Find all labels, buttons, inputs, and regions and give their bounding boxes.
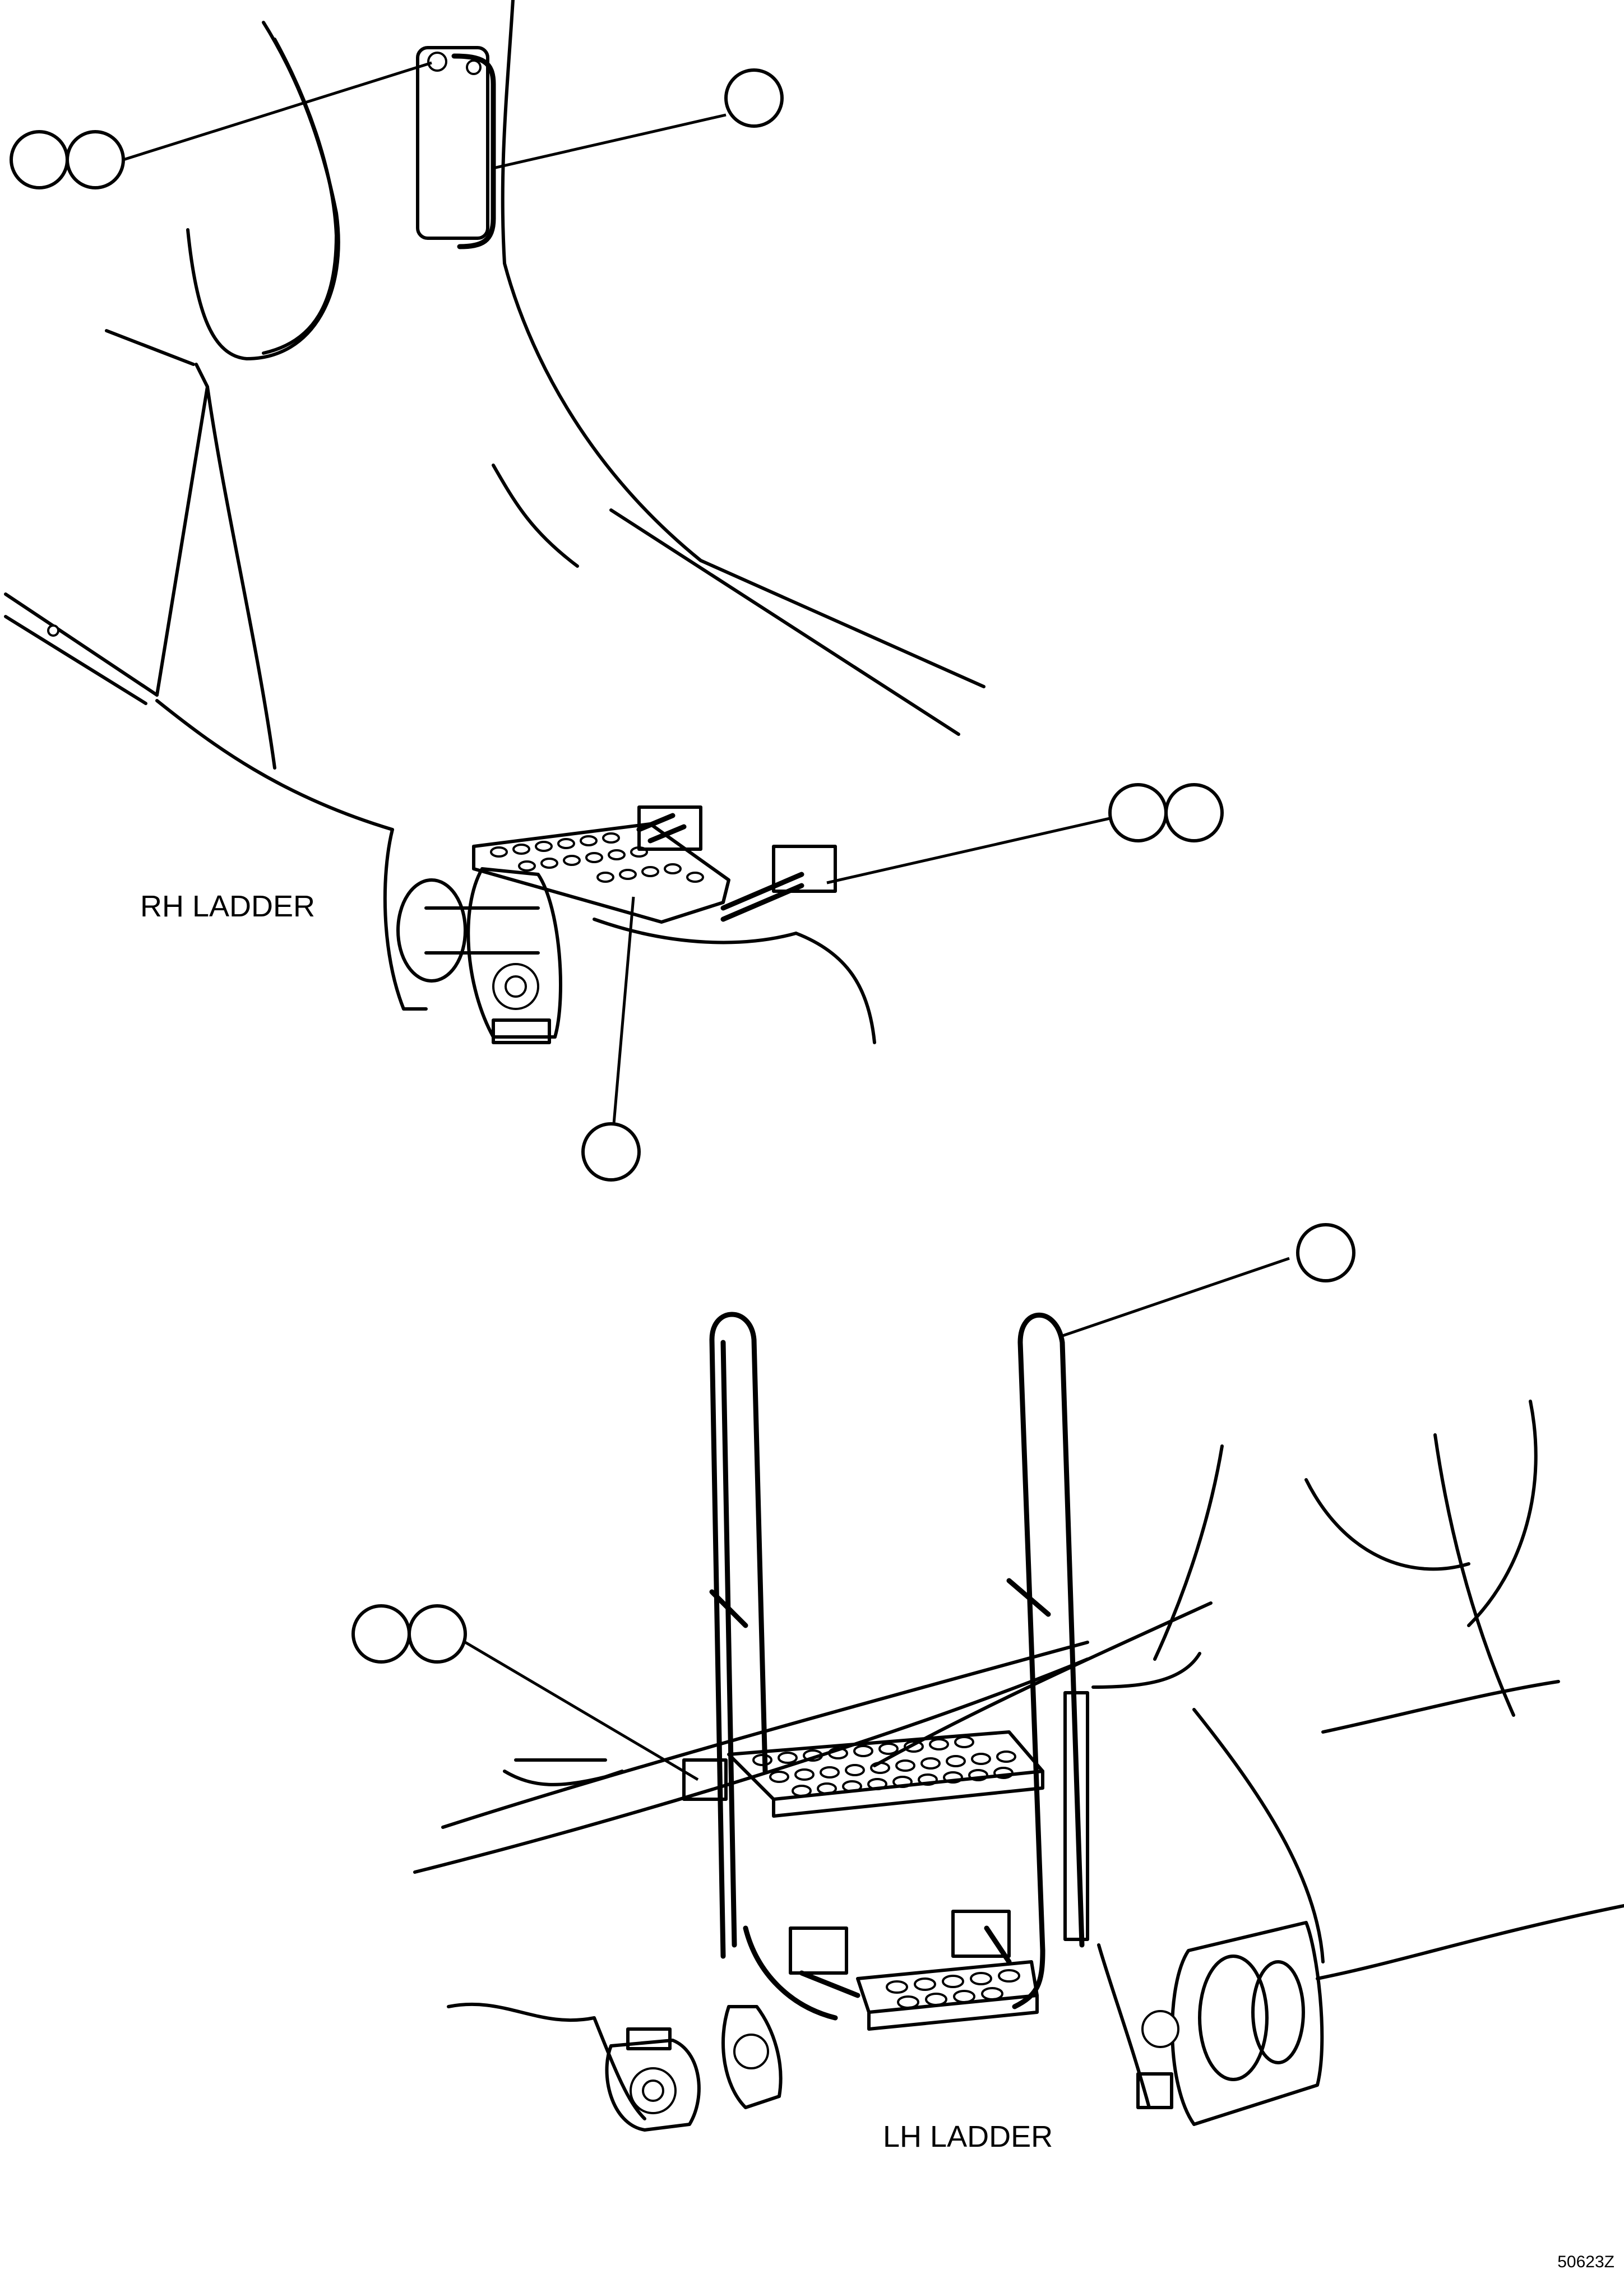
step-mount-upper	[637, 805, 702, 851]
lh-upper-step	[682, 1730, 1044, 1818]
right-hinge-link	[1097, 1943, 1151, 2109]
rh-callouts	[10, 61, 1224, 1182]
lh-frame-edge	[873, 1601, 1213, 1767]
step-mount-lower	[772, 845, 837, 893]
callout-circle	[581, 1122, 641, 1182]
frame-rail-bottom	[4, 615, 147, 705]
lh-right-hinge	[1097, 1921, 1324, 2126]
frame-bolt	[47, 624, 59, 637]
body-recess	[492, 464, 579, 568]
right-hinge-pin	[1141, 2010, 1179, 2048]
frame-flange	[794, 932, 876, 1044]
left-hinge-eye	[733, 2034, 769, 2069]
lh-frame-rail-upper	[441, 1641, 1089, 1829]
callout-circle	[1164, 783, 1224, 842]
frame-lower-edge	[155, 699, 394, 831]
ladder-crossbars	[709, 1578, 1051, 1628]
lower-tread-holes	[886, 1969, 1020, 2009]
callout-circle	[351, 1604, 411, 1664]
rh-ladder-label: RH LADDER	[140, 890, 315, 923]
lh-body-crease	[1433, 1433, 1515, 1717]
lh-slot	[503, 1770, 624, 1786]
rh-step-assembly	[383, 805, 837, 1044]
upper-tread-top	[727, 1730, 1044, 1801]
left-hinge-clamp	[626, 2027, 672, 2050]
callout-circle	[10, 130, 69, 189]
lh-body-edge	[1467, 1400, 1538, 1627]
ladder-rail-right	[1017, 1312, 1085, 1953]
lh-ladder-label: LH LADDER	[883, 2120, 1053, 2153]
step-hinge-plate-left	[383, 828, 428, 1011]
right-hinge-tube-end	[1251, 1960, 1305, 2064]
step-rod-lower	[720, 872, 804, 922]
lh-fender-lower	[1316, 1904, 1624, 1980]
left-hinge-bracket	[605, 2039, 701, 2132]
body-panel-side	[206, 385, 276, 770]
handle-bolt	[427, 52, 447, 72]
lh-body-curve	[1153, 1444, 1224, 1661]
left-hinge-pin-center	[642, 2080, 664, 2102]
lower-step-mount-left	[789, 1926, 848, 1975]
body-inner-curve	[262, 38, 338, 355]
body-strut	[155, 363, 209, 697]
callout-circle	[408, 1604, 467, 1664]
upper-step-mount	[682, 1758, 728, 1801]
body-right-edge	[501, 0, 985, 688]
lh-body-lip	[1091, 1652, 1201, 1689]
hinge-pin-center	[505, 975, 527, 998]
right-hinge-housing	[1170, 1921, 1324, 2126]
hinge-bracket	[466, 867, 562, 1039]
handle-rail	[451, 53, 496, 249]
callout-circle	[1296, 1223, 1355, 1282]
callout-circle	[724, 68, 784, 128]
right-hinge-tube	[1198, 1955, 1269, 2081]
lh-frame-bottom	[447, 2003, 646, 2120]
callout-circle	[1108, 783, 1168, 842]
lower-tread-face	[867, 1994, 1039, 2031]
lower-step-mount-right	[951, 1910, 1011, 1958]
handle-bolt	[466, 59, 482, 75]
lh-fender-edge	[1192, 1708, 1325, 1963]
hinge-eye	[396, 878, 467, 983]
ladder-rail-left-inner	[720, 1340, 737, 1948]
upper-handle	[416, 46, 496, 249]
upper-tread-holes	[752, 1736, 1016, 1797]
left-hinge-plate	[721, 2005, 783, 2109]
hinge-clamp	[492, 1018, 551, 1044]
step-tread-holes	[490, 832, 704, 883]
lh-callouts	[351, 1223, 1355, 1781]
upper-tread-face	[772, 1770, 1044, 1818]
frame-rail-top	[4, 592, 159, 697]
ladder-rail-bend-left	[743, 1925, 838, 2021]
step-rod-upper	[636, 813, 687, 844]
ladder-rail-left	[709, 1312, 768, 1959]
body-lower-edge	[609, 508, 960, 736]
lh-body-recess	[1304, 1478, 1470, 1571]
handle-plate	[416, 46, 489, 240]
ladder-side-plate	[1063, 1691, 1089, 1941]
frame-flange-top	[593, 918, 798, 944]
lh-ladder-view: LH LADDER	[351, 1223, 1624, 2153]
lh-ladder-frame	[709, 1312, 1089, 2021]
body-outline-curve	[186, 21, 340, 360]
body-crease	[105, 329, 195, 366]
lh-frame-rail	[413, 1657, 1089, 1874]
hinge-tube	[424, 906, 540, 955]
right-hinge-clamp	[1136, 2072, 1173, 2109]
figure-id: 50623Z	[1557, 2253, 1614, 2271]
lh-left-hinge	[605, 2005, 783, 2132]
rh-ladder-view: RH LADDER	[4, 0, 1224, 1182]
callout-circle	[66, 130, 125, 189]
lh-body-lower	[1321, 1680, 1560, 1734]
lh-lower-step	[789, 1910, 1039, 2031]
